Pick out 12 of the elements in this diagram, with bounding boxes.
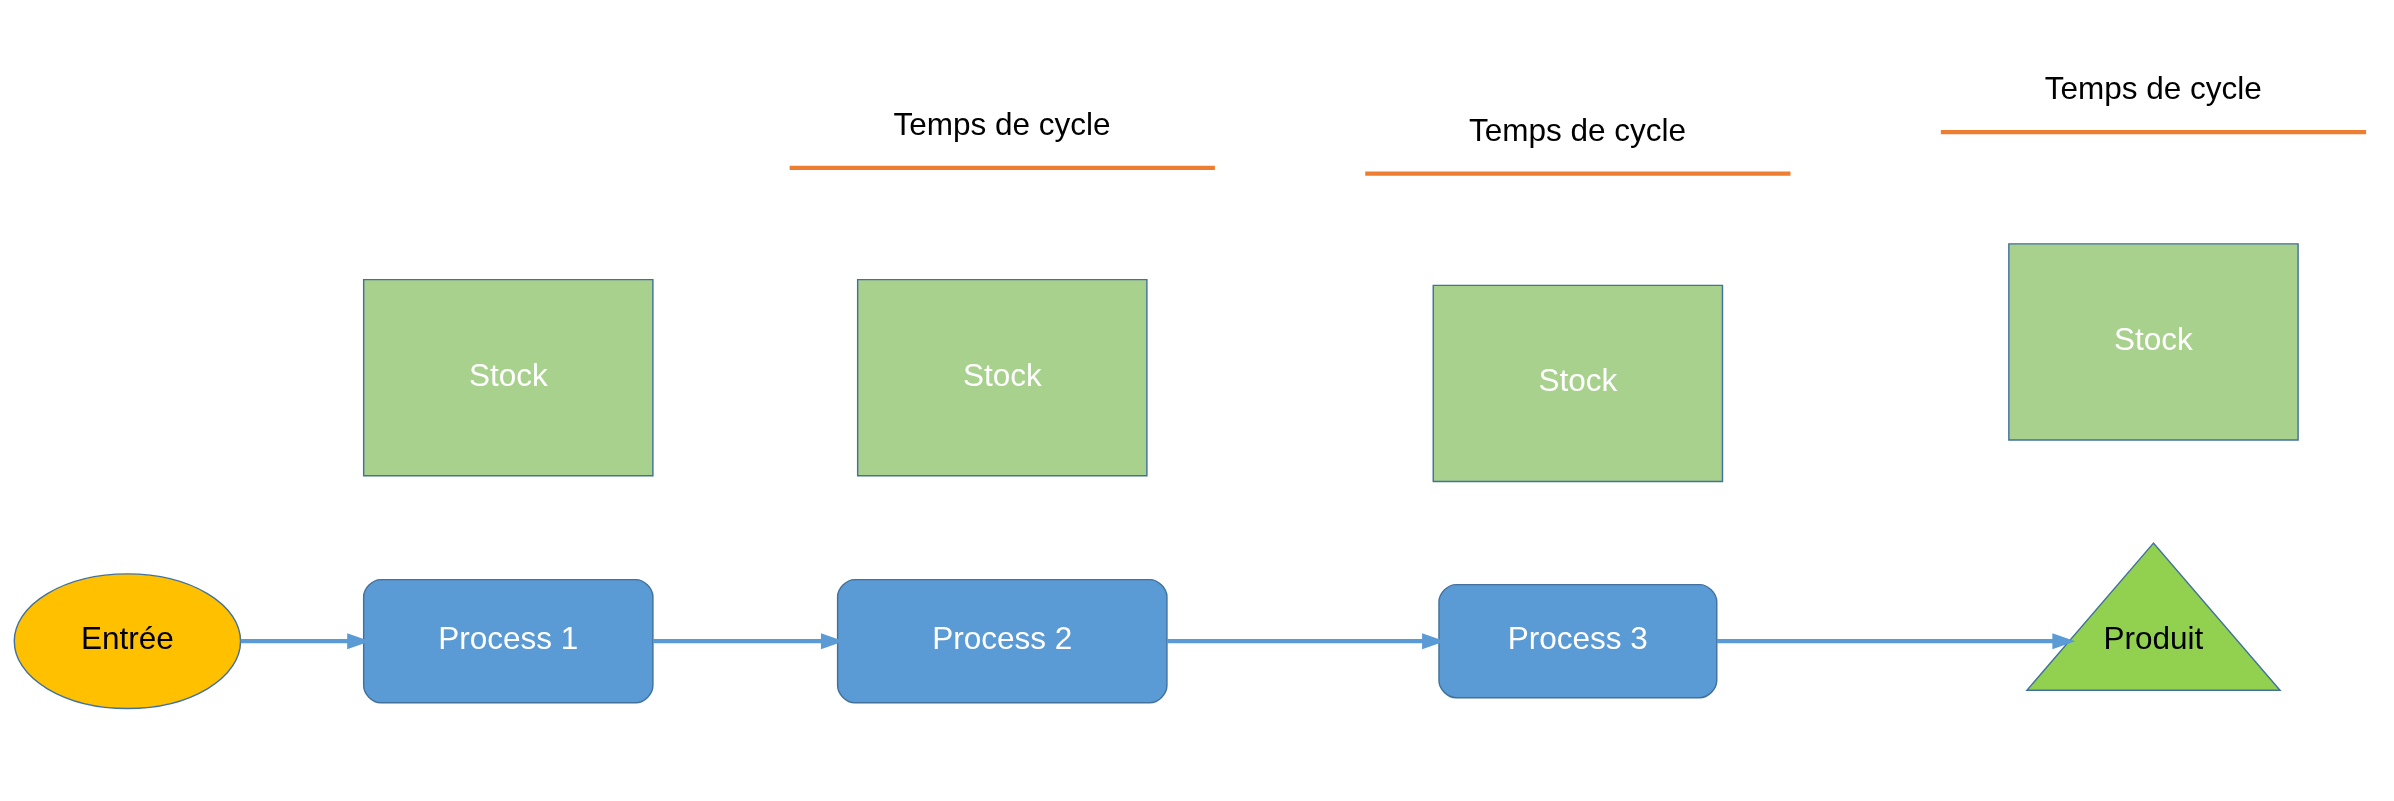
label: Temps de cycle: [893, 105, 1111, 142]
node-box: Stock: [856, 278, 1148, 477]
node-box: Process 2: [836, 578, 1168, 703]
label: Temps de cycle: [2044, 69, 2262, 106]
node-box: Stock: [2008, 242, 2299, 441]
node-box: Process 3: [1438, 583, 1718, 698]
label: Temps de cycle: [1469, 111, 1687, 148]
node-box: Stock: [1432, 284, 1724, 482]
node-box: Process 1: [362, 578, 654, 703]
arrow: [1716, 632, 2076, 649]
node-ellipse: Entrée: [13, 572, 242, 709]
node-box: Stock: [362, 278, 654, 477]
